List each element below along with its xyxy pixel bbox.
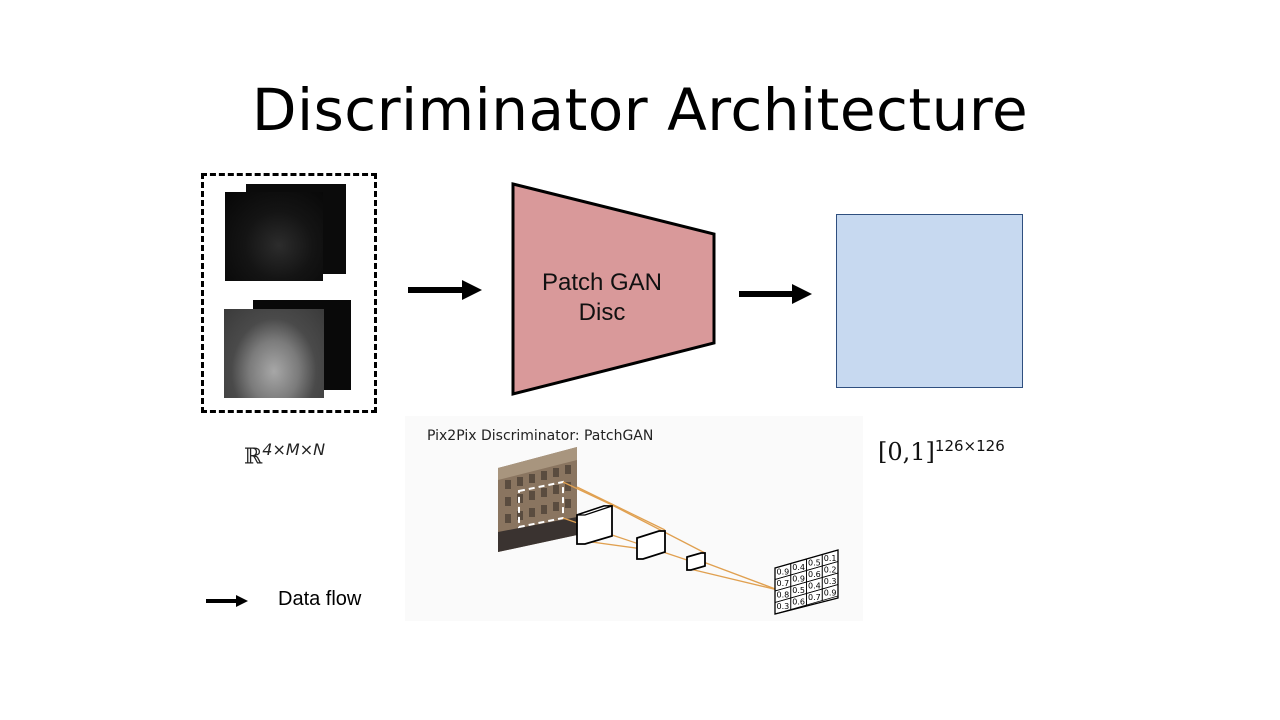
grid-cell-value: 0.7 <box>808 593 821 602</box>
conv-volumes <box>576 505 706 571</box>
grid-cell-value: 0.9 <box>824 589 837 598</box>
grid-cell-value: 0.9 <box>777 568 790 577</box>
input-dims-exponent: 4×M×N <box>262 440 326 459</box>
grid-cell-value: 0.4 <box>792 563 805 572</box>
input-group-box <box>201 173 377 413</box>
patchgan-discriminator-shape <box>511 182 716 396</box>
output-probability-map <box>836 214 1023 388</box>
grid-cell-value: 0.9 <box>792 575 805 584</box>
grid-cell-value: 0.1 <box>824 554 837 563</box>
input-image-front <box>225 192 323 281</box>
patchgan-label: Patch GAN Disc <box>541 269 663 326</box>
legend-label: Data flow <box>278 588 362 610</box>
data-flow-arrow-1 <box>408 280 482 300</box>
slide-title: Discriminator Architecture <box>251 76 1029 144</box>
legend-arrow-icon <box>206 595 248 607</box>
grid-cell <box>821 583 839 602</box>
grid-cell-value: 0.6 <box>808 570 821 579</box>
grid-cell-value: 0.5 <box>808 559 821 568</box>
grid-cell-value: 0.3 <box>824 577 837 586</box>
output-dims-base: [0,1] <box>878 438 935 466</box>
grid-cell-value: 0.6 <box>792 598 805 607</box>
grid-cell-value: 0.2 <box>824 566 837 575</box>
output-dimensions: [0,1]126×126 <box>878 437 1005 466</box>
output-dims-exponent: 126×126 <box>934 437 1005 455</box>
figure-caption: Pix2Pix Discriminator: PatchGAN <box>427 428 654 444</box>
input-dimensions: ℝ4×M×N <box>244 440 325 469</box>
grid-cell-value: 0.5 <box>792 586 805 595</box>
building-photo <box>498 447 577 552</box>
data-flow-arrow-2 <box>739 284 812 304</box>
grid-cell-value: 0.3 <box>777 602 790 611</box>
grid-cell-value: 0.4 <box>808 582 821 591</box>
input-dims-base: ℝ <box>244 444 263 470</box>
grid-cell-value: 0.7 <box>777 579 790 588</box>
input-image-front <box>224 309 324 398</box>
grid-cell-value: 0.8 <box>777 591 790 600</box>
